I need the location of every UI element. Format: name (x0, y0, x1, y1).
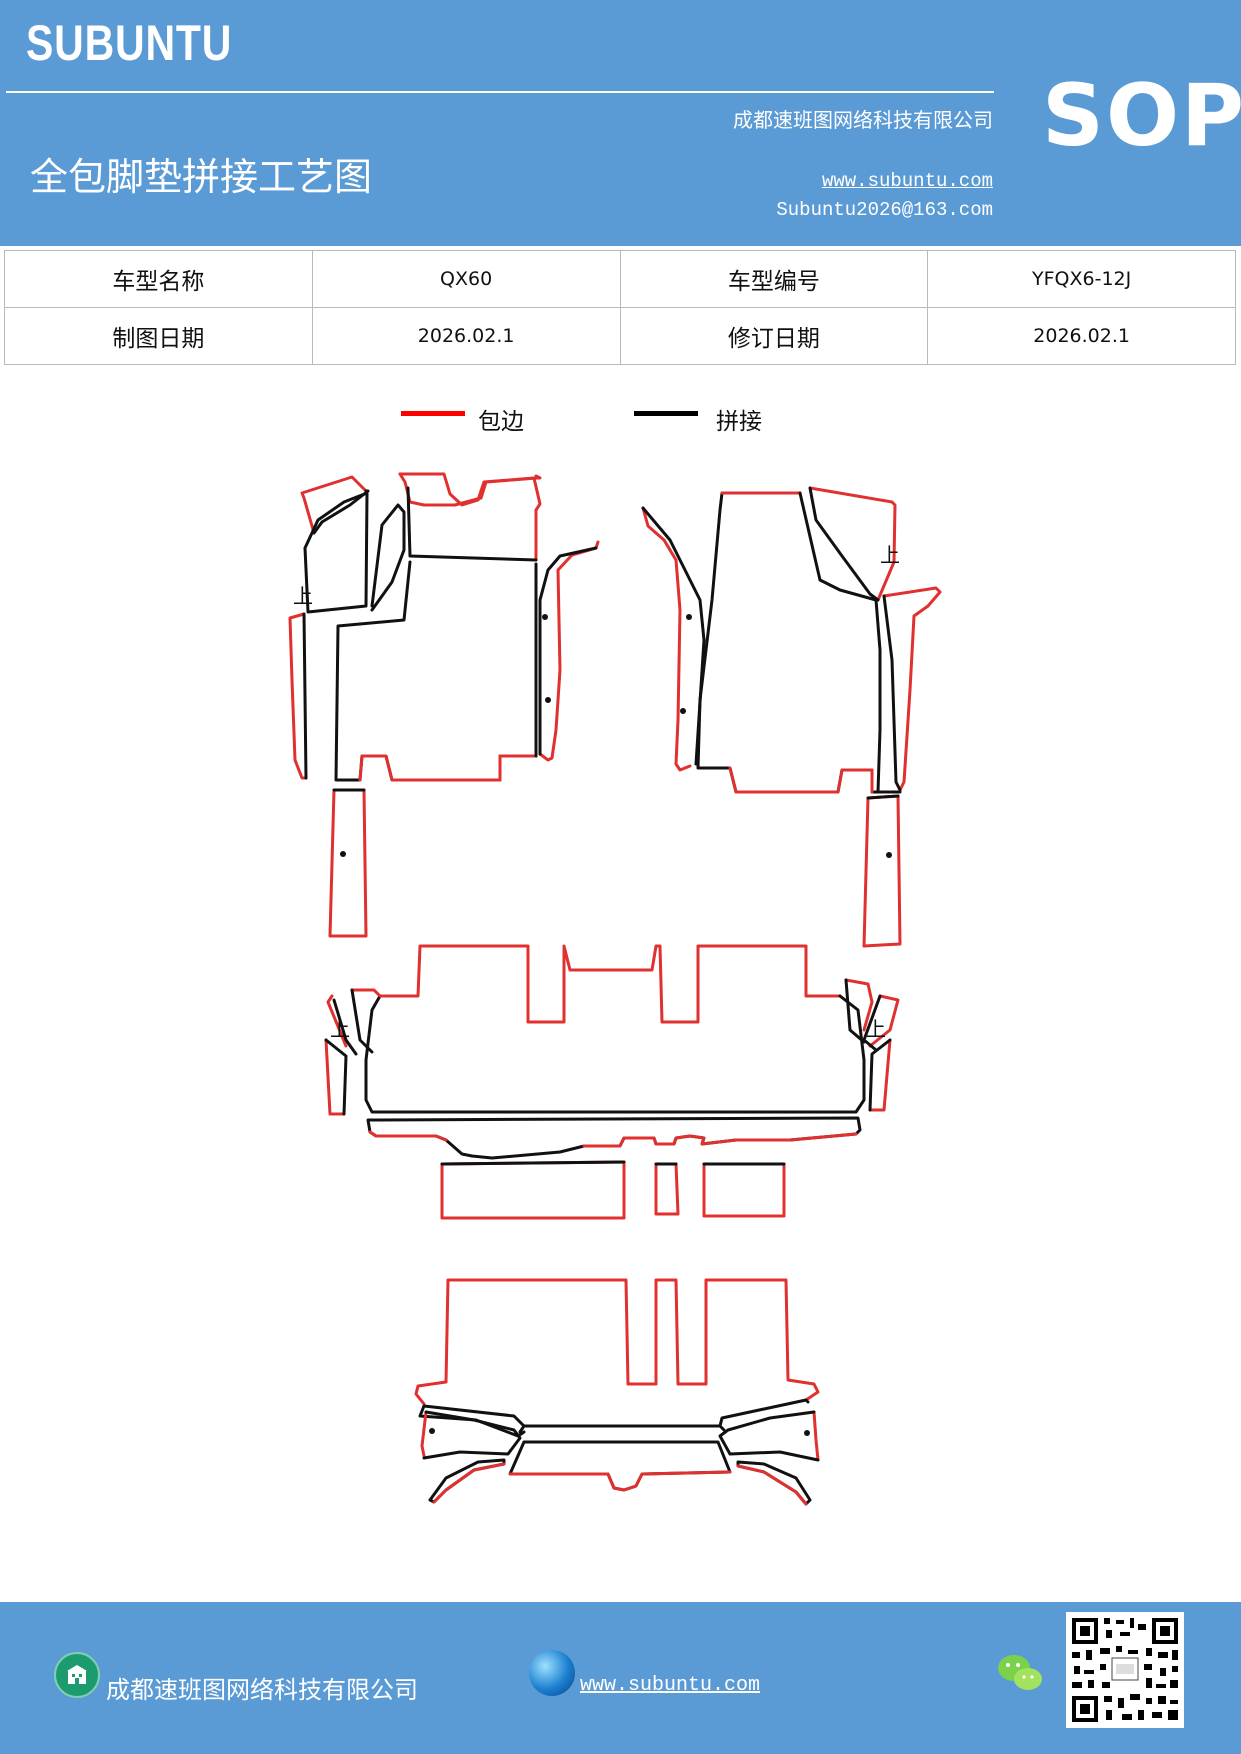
footer-company-name: 成都速班图网络科技有限公司 (106, 1676, 418, 1704)
label-draw-date: 制图日期 (4, 307, 313, 365)
legend-join-swatch (634, 411, 698, 416)
table-row: 车型名称 QX60 车型编号 YFQX6-12J (4, 250, 1236, 308)
second-row-mat: 上 上 (324, 944, 900, 1220)
info-table: 车型名称 QX60 车型编号 YFQX6-12J 制图日期 2026.02.1 … (4, 250, 1236, 365)
top-mark: 上 (866, 1017, 886, 1041)
globe-icon (529, 1650, 575, 1696)
wechat-icon[interactable] (996, 1652, 1044, 1700)
top-mark: 上 (880, 543, 900, 567)
legend-edge-swatch (401, 411, 465, 416)
floor-mat-drawing: 上 上 (288, 472, 942, 1506)
company-name: 成都速班图网络科技有限公司 (733, 108, 993, 132)
label-revise-date: 修订日期 (619, 307, 929, 365)
label-model-code: 车型编号 (619, 250, 929, 308)
footer-website-link[interactable]: www.subuntu.com (580, 1674, 761, 1697)
qr-code[interactable] (1066, 1612, 1184, 1728)
front-right-mat: 上 (641, 486, 942, 948)
top-mark: 上 (293, 584, 313, 608)
sop-badge: SOP (1042, 66, 1241, 166)
value-model-name: QX60 (311, 250, 621, 308)
website-link[interactable]: www.subuntu.com (821, 170, 993, 192)
third-row-mat (414, 1278, 820, 1506)
table-row: 制图日期 2026.02.1 修订日期 2026.02.1 (4, 307, 1236, 365)
brand-logo: SUBUNTU (26, 15, 233, 71)
building-icon (54, 1652, 100, 1698)
value-draw-date: 2026.02.1 (311, 307, 621, 365)
email-address[interactable]: Subuntu2026@163.com (776, 199, 993, 221)
top-mark: 上 (330, 1017, 350, 1041)
legend-edge-label: 包边 (478, 409, 524, 435)
page-title: 全包脚垫拼接工艺图 (30, 155, 373, 199)
legend-join-label: 拼接 (716, 409, 762, 435)
front-left-mat: 上 (288, 472, 600, 938)
header-banner: SUBUNTU 成都速班图网络科技有限公司 全包脚垫拼接工艺图 www.subu… (0, 0, 1241, 246)
header-divider (6, 91, 994, 93)
value-model-code: YFQX6-12J (927, 250, 1236, 308)
label-model-name: 车型名称 (4, 250, 313, 308)
value-revise-date: 2026.02.1 (927, 307, 1236, 365)
